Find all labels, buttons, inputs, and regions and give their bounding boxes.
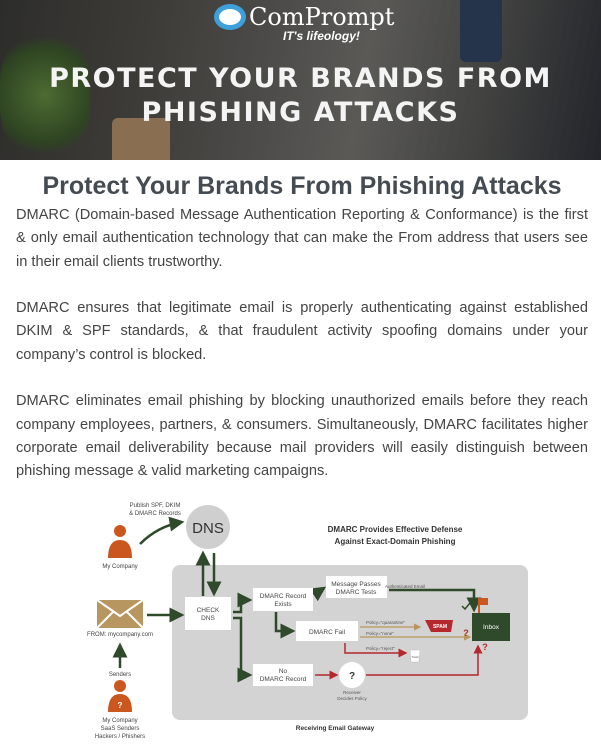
record-exists-label: Exists — [274, 601, 292, 608]
publish-arrow — [139, 516, 185, 545]
no-record-box — [253, 664, 313, 686]
diagram-subtitle: Against Exact-Domain Phishing — [335, 537, 456, 546]
senders-label: Senders — [109, 672, 131, 678]
publish-label: Publish SPF, DKIM — [130, 503, 181, 509]
question-mark: ? — [118, 701, 123, 710]
tagline: IT's lifeology! — [283, 29, 360, 43]
question-mark: ? — [349, 671, 355, 682]
logo[interactable]: ComPrompt — [214, 2, 394, 32]
logo-icon — [214, 4, 246, 30]
quarantine-label: Policy="quarantine" — [366, 620, 405, 625]
inbox-box — [472, 613, 510, 641]
check-dns-label: DNS — [201, 615, 215, 622]
gateway-label: Receiving Email Gateway — [296, 725, 375, 732]
diagram-title: DMARC Provides Effective Defense — [328, 525, 463, 534]
from-label: FROM: mycompany.com — [87, 632, 153, 638]
person-icon — [108, 525, 132, 558]
receiver-label: Decides Policy — [337, 696, 367, 701]
paragraph: DMARC (Domain-based Message Authenticati… — [16, 207, 588, 270]
authenticated-label: Authenticated Email — [385, 584, 425, 589]
page-title: Protect Your Brands From Phishing Attack… — [42, 172, 562, 200]
record-exists-label: DMARC Record — [260, 593, 307, 600]
fail-label: DMARC Fail — [309, 629, 346, 636]
hero-banner: ComPrompt IT's lifeology! PROTECT YOUR B… — [0, 0, 601, 160]
envelope-icon — [96, 599, 144, 629]
check-icon — [461, 602, 471, 611]
plant-image — [0, 30, 90, 160]
banner-title-line1: PROTECT YOUR BRANDS FROM — [49, 63, 552, 94]
banner-title-line2: PHISHING ATTACKS — [141, 97, 460, 128]
no-record-label: DMARC Record — [260, 676, 307, 683]
fail-box — [296, 621, 358, 641]
my-company-label: My Company — [102, 564, 137, 570]
receiver-circle — [339, 662, 365, 688]
inbox-label: Inbox — [483, 624, 500, 631]
sender-type: My Company — [102, 718, 137, 724]
sender-type: SaaS Senders — [101, 726, 140, 732]
mug-image — [460, 0, 502, 62]
paragraph: DMARC eliminates email phishing by block… — [16, 393, 588, 480]
passes-box — [326, 576, 387, 598]
receiver-label: Receiver — [343, 690, 361, 695]
passes-label: Message Passes — [331, 581, 381, 588]
spam-icon — [425, 620, 453, 632]
question-mark: ? — [482, 642, 488, 652]
trash-label: Trash — [411, 655, 419, 659]
sender-type: Hackers / Phishers — [95, 734, 145, 740]
spam-label: SPAM — [433, 624, 447, 630]
passes-label: DMARC Tests — [336, 589, 377, 596]
no-record-label: No — [279, 668, 288, 675]
none-label: Policy="none" — [366, 631, 394, 636]
publish-label: & DMARC Records — [129, 511, 181, 517]
trash-icon — [409, 649, 421, 663]
record-exists-box — [253, 588, 313, 611]
flag-icon — [480, 598, 488, 605]
logo-text: ComPrompt — [249, 3, 395, 31]
unknown-sender-icon — [108, 680, 132, 712]
reject-label: Policy="reject" — [366, 646, 395, 651]
article-body: DMARC (Domain-based Message Authenticati… — [16, 204, 588, 507]
dns-circle — [186, 505, 230, 549]
dns-label: DNS — [192, 520, 224, 537]
paragraph: DMARC ensures that legitimate email is p… — [16, 300, 588, 363]
flag-pole — [478, 598, 480, 613]
question-mark: ? — [463, 628, 469, 638]
check-dns-box — [185, 597, 231, 630]
check-dns-label: CHECK — [197, 607, 220, 614]
coffee-cup-image — [112, 118, 170, 160]
